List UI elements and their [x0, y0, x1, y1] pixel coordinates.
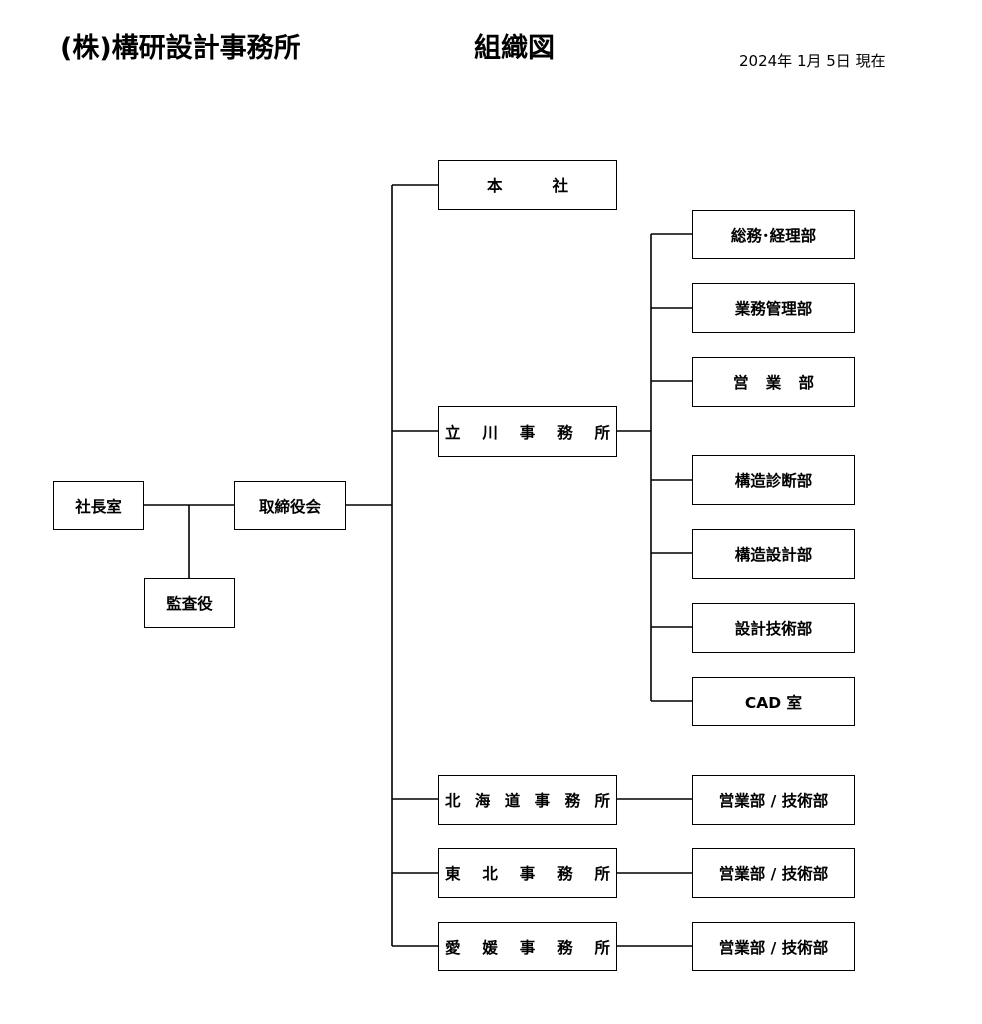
node-label: 構造診断部: [734, 472, 813, 490]
node-kouzou-sekkei: 構造設計部: [692, 529, 855, 579]
node-label-char: 道: [504, 792, 521, 810]
node-label: 立川事務所: [439, 421, 616, 443]
node-label-char: 所: [594, 792, 610, 810]
node-tohoku-dept: 営業部 / 技術部: [692, 848, 855, 898]
node-label-char: 媛: [482, 938, 498, 957]
node-honsha: 本社: [438, 160, 617, 210]
node-tohoku: 東北事務所: [438, 848, 617, 898]
node-label-char: 所: [594, 938, 610, 957]
node-hokkaido-dept: 営業部 / 技術部: [692, 775, 855, 825]
node-eigyou: 営業部: [692, 357, 855, 407]
node-label-char: 北: [482, 865, 498, 883]
node-label-char: 事: [534, 792, 551, 810]
node-hokkaido: 北海道事務所: [438, 775, 617, 825]
node-label: 総務･経理部: [730, 226, 817, 245]
node-gyoumu-kanri: 業務管理部: [692, 283, 855, 333]
node-torishimariyakukai: 取締役会: [234, 481, 346, 530]
node-label: 東北事務所: [439, 862, 616, 884]
node-kouzou-shindan: 構造診断部: [692, 455, 855, 505]
as-of-date: 2024年 1月 5日 現在: [739, 52, 886, 70]
node-label: 営業部 / 技術部: [718, 938, 829, 957]
node-label: 設計技術部: [734, 620, 813, 638]
node-kansayaku: 監査役: [144, 578, 235, 628]
node-label: 社長室: [75, 497, 122, 516]
node-label: 営業部 / 技術部: [718, 865, 829, 883]
node-label-char: 海: [474, 792, 491, 810]
node-label: 北海道事務所: [439, 789, 616, 811]
node-label: 営業部: [693, 371, 854, 393]
node-label: 業務管理部: [734, 300, 813, 318]
node-label-char: 川: [482, 423, 498, 442]
node-label: 営業部 / 技術部: [718, 792, 829, 810]
node-label-char: 社: [552, 177, 568, 195]
node-label-char: 務: [557, 865, 573, 883]
node-label: 監査役: [166, 595, 213, 613]
node-label-char: 北: [445, 792, 461, 810]
node-label-char: 事: [519, 865, 536, 883]
node-label-char: 部: [798, 374, 814, 392]
node-ehime: 愛媛事務所: [438, 922, 617, 971]
node-label-char: 務: [557, 423, 573, 442]
node-label-char: 務: [557, 938, 573, 957]
node-label-char: 東: [445, 865, 461, 883]
node-label-char: 立: [445, 423, 461, 442]
node-shachoushitsu: 社長室: [53, 481, 144, 530]
node-tachikawa: 立川事務所: [438, 406, 617, 457]
node-label-char: 事: [519, 423, 536, 442]
node-label: 取締役会: [258, 497, 321, 516]
node-label-char: 愛: [445, 938, 461, 957]
node-soumu-keiri: 総務･経理部: [692, 210, 855, 259]
node-label-char: 事: [519, 938, 536, 957]
node-label: 本社: [439, 174, 616, 196]
page-title: (株)構研設計事務所: [60, 33, 301, 64]
node-label: 愛媛事務所: [439, 936, 616, 958]
node-sekkei-gijutsu: 設計技術部: [692, 603, 855, 653]
node-ehime-dept: 営業部 / 技術部: [692, 922, 855, 971]
node-label-char: 務: [564, 792, 581, 810]
node-label-char: 所: [594, 423, 610, 442]
node-label-char: 業: [765, 374, 782, 392]
node-cad: CAD 室: [692, 677, 855, 726]
node-label-char: 本: [487, 177, 503, 195]
node-label: 構造設計部: [734, 546, 813, 564]
node-label-char: 営: [733, 374, 749, 392]
page-subtitle: 組織図: [474, 33, 555, 64]
node-label: CAD 室: [744, 693, 803, 712]
node-label-char: 所: [594, 865, 610, 883]
